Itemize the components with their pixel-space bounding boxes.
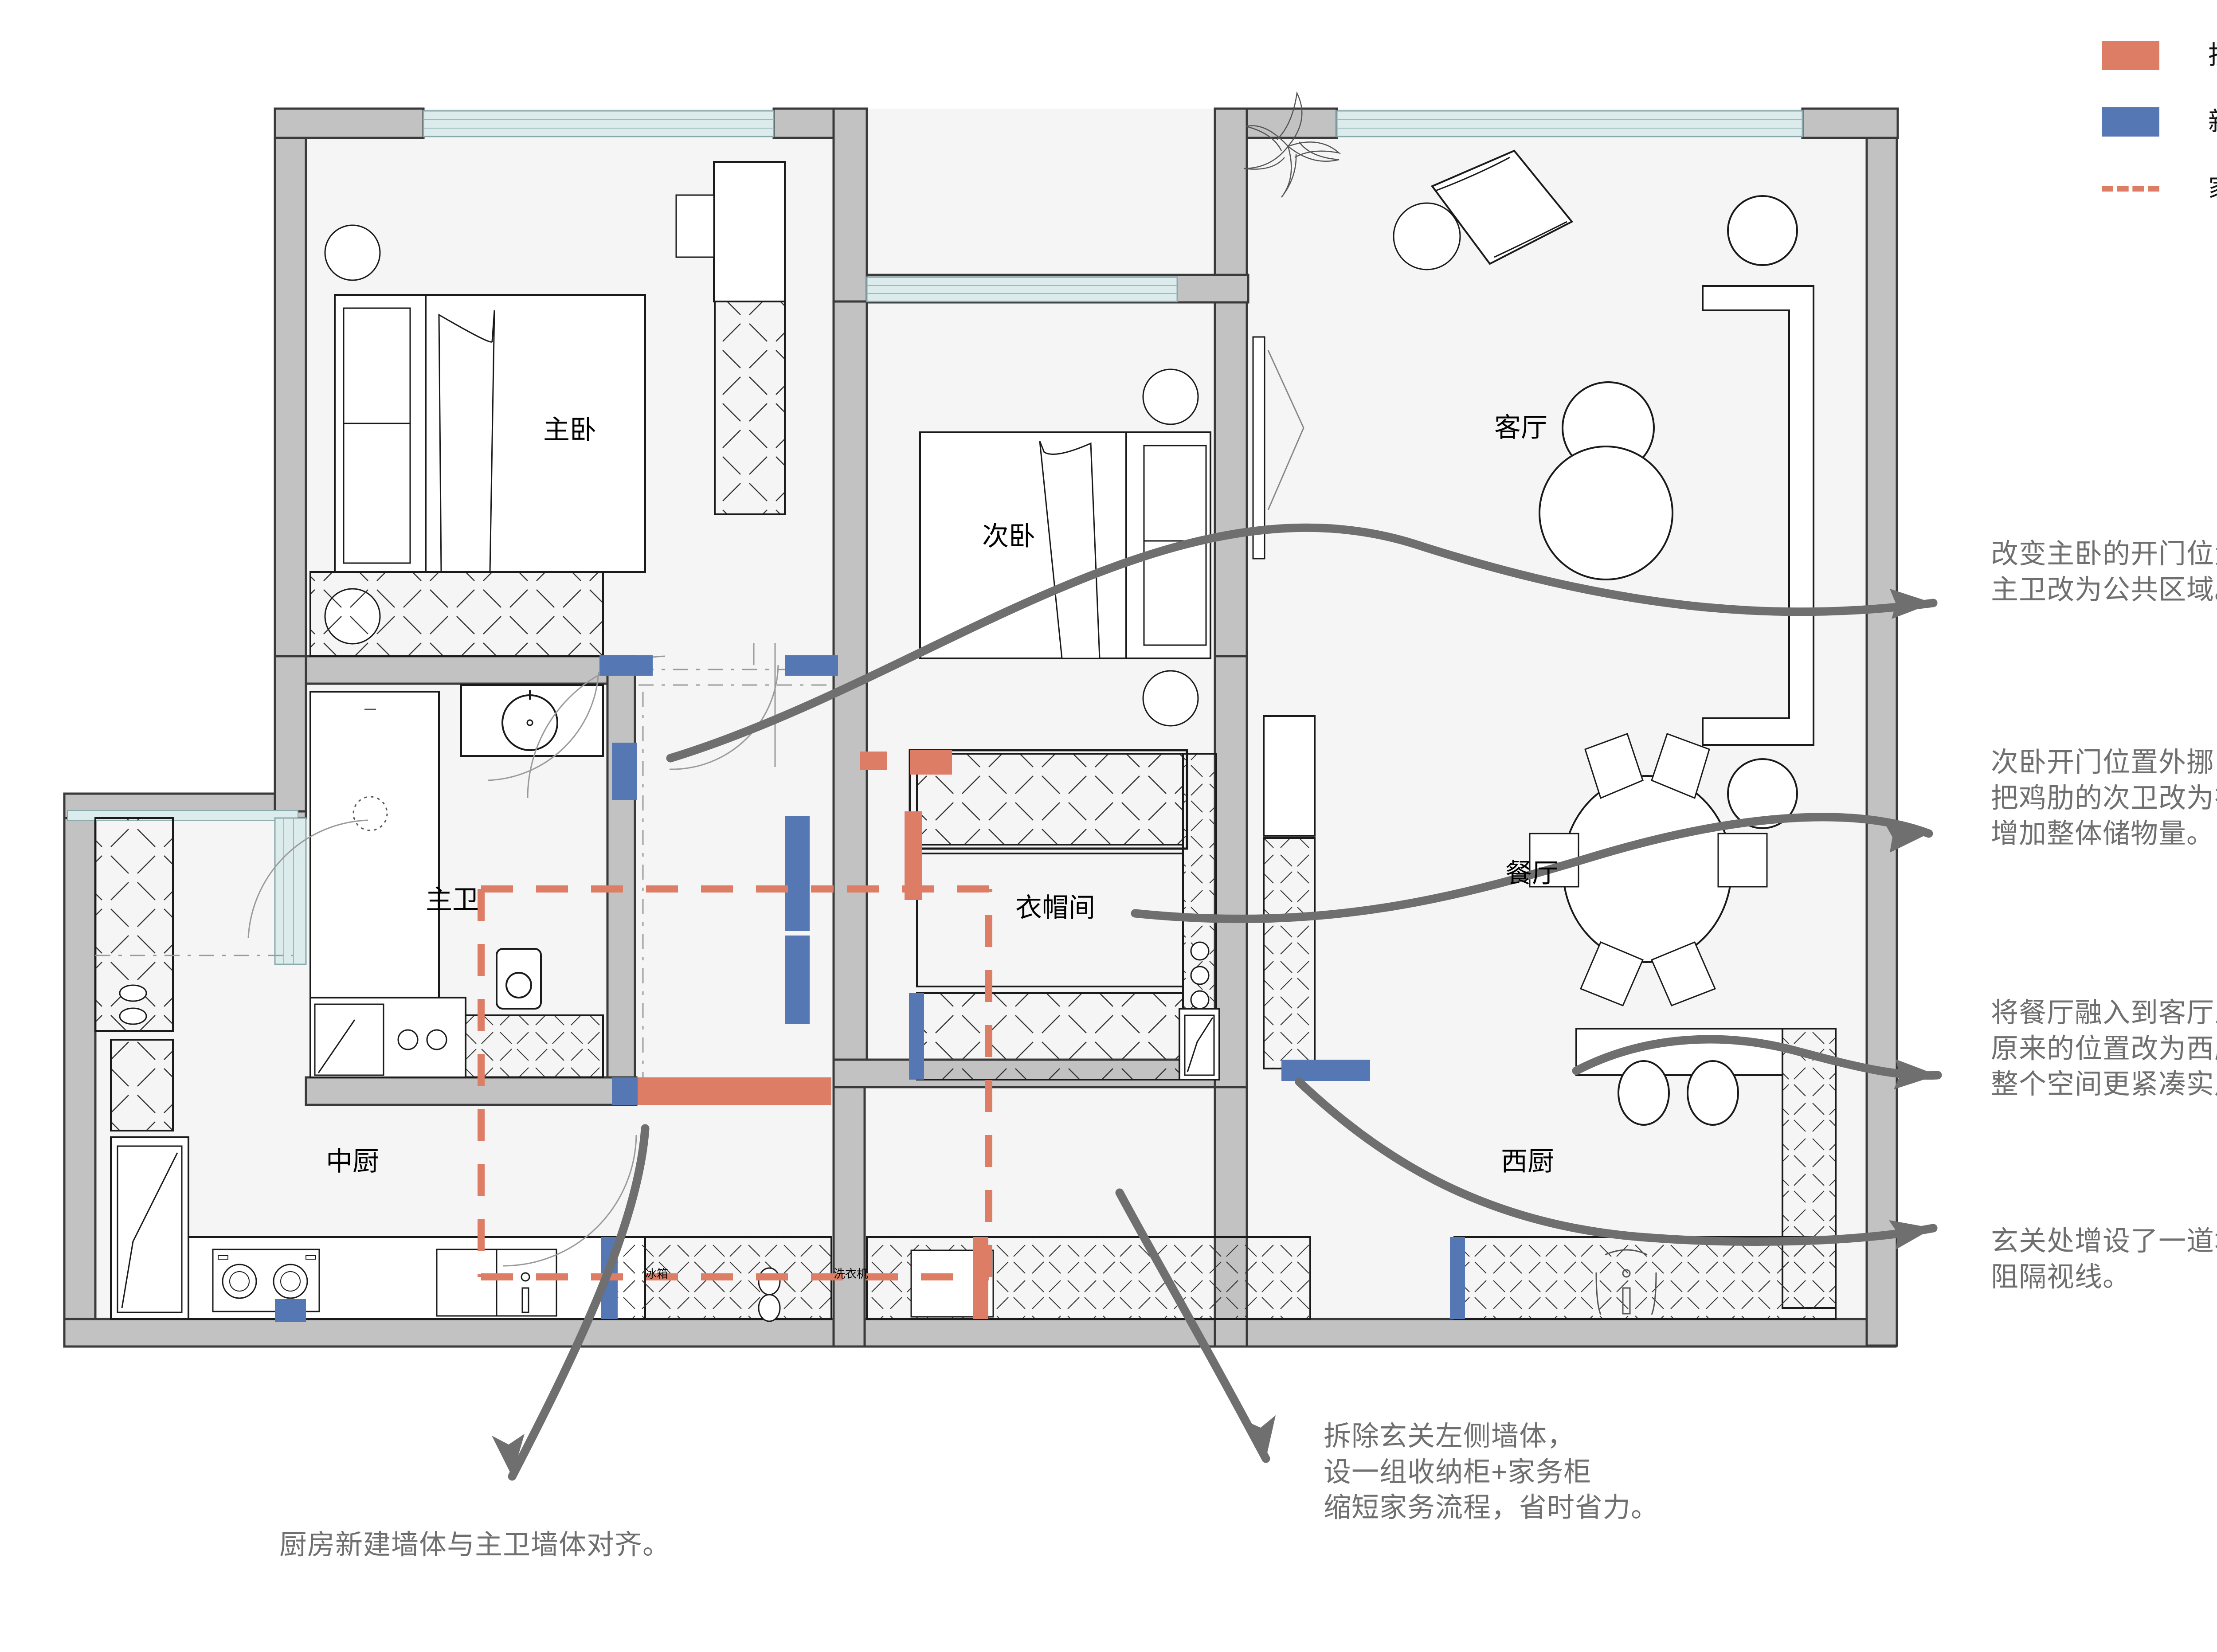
legend-label-demolished-wall: 拆除墙体 xyxy=(2208,43,2217,68)
arrow-to-master-door xyxy=(666,523,1938,763)
callout-note-entry-wall: 玄关处增设了一道墙 阻隔视线。 xyxy=(1991,1226,2217,1292)
chore-route xyxy=(478,885,992,1280)
legend: 拆除墙体 新建墙体 家务动线 xyxy=(2102,22,2217,222)
callout-note-kitchen-wall-alignment: 厨房新建墙体与主卫墙体对齐。 xyxy=(279,1530,671,1560)
arrow-to-entry-wall xyxy=(1295,1077,1938,1246)
furniture-west-kitchen xyxy=(1453,1028,1837,1320)
window-kitchen-side xyxy=(274,817,307,965)
room-label-second-bedroom: 次卧 xyxy=(982,521,1035,551)
window-second-bedroom xyxy=(866,276,1178,302)
room-label-master-bathroom: 主卫 xyxy=(426,885,479,915)
plant-icon xyxy=(1243,91,1341,198)
legend-label-chore-route: 家务动线 xyxy=(2208,176,2217,201)
room-label-cloakroom: 衣帽间 xyxy=(1015,893,1095,923)
legend-item-chore-route: 家务动线 xyxy=(2102,155,2217,222)
fixtures-master-bathroom xyxy=(309,684,604,1078)
appliance-label-refrigerator: 冰箱 xyxy=(645,1267,669,1280)
furniture-living-room xyxy=(1243,91,1814,829)
appliance-label-washing-machine: 洗衣机 xyxy=(834,1267,869,1280)
room-label-living-room: 客厅 xyxy=(1494,413,1547,442)
windows xyxy=(67,110,1803,965)
callout-note-entry-cabinets: 拆除玄关左侧墙体， 设一组收纳柜+家务柜 缩短家务流程，省时省力。 xyxy=(1324,1421,1659,1523)
room-label-chinese-kitchen: 中厨 xyxy=(326,1147,379,1176)
wardrobe-band-master xyxy=(309,571,604,657)
furniture-master-bedroom xyxy=(324,161,786,645)
window-master-bedroom xyxy=(423,110,775,137)
furniture-chinese-kitchen xyxy=(94,817,646,1320)
legend-dash-chore-route xyxy=(2102,185,2159,192)
window-living-room xyxy=(1336,110,1803,137)
callout-arrowheads xyxy=(492,589,1938,1476)
room-label-master-bedroom: 主卧 xyxy=(543,415,596,445)
arrow-to-kitchen-new-wall xyxy=(508,1124,650,1481)
callout-note-master-bedroom-door: 改变主卧的开门位置 主卫改为公共区域。 xyxy=(1991,539,2217,605)
callout-note-second-bedroom-cloakroom: 次卧开门位置外挪， 把鸡肋的次卫改为衣帽间 增加整体储物量。 xyxy=(1991,747,2217,849)
callout-arrows xyxy=(508,523,1942,1481)
legend-label-new-wall: 新建墙体 xyxy=(2208,109,2217,135)
corridor-cabinet xyxy=(1263,715,1316,1069)
legend-item-demolished-wall: 拆除墙体 xyxy=(2102,22,2217,89)
legend-item-new-wall: 新建墙体 xyxy=(2102,89,2217,155)
room-label-west-kitchen: 西厨 xyxy=(1501,1147,1554,1176)
arrow-to-entry-cabinets xyxy=(1115,1188,1270,1463)
callout-note-dining-merge: 将餐厅融入到客厅之中， 原来的位置改为西厨+吧台 整个空间更紧凑实用。 xyxy=(1991,998,2217,1100)
arrow-to-cloakroom xyxy=(1131,813,1933,923)
legend-swatch-new-wall xyxy=(2102,107,2159,137)
demolished-walls xyxy=(636,750,988,1319)
arrow-to-west-kitchen xyxy=(1572,1035,1942,1080)
room-label-dining-room: 餐厅 xyxy=(1505,858,1559,888)
legend-swatch-demolished-wall xyxy=(2102,41,2159,70)
